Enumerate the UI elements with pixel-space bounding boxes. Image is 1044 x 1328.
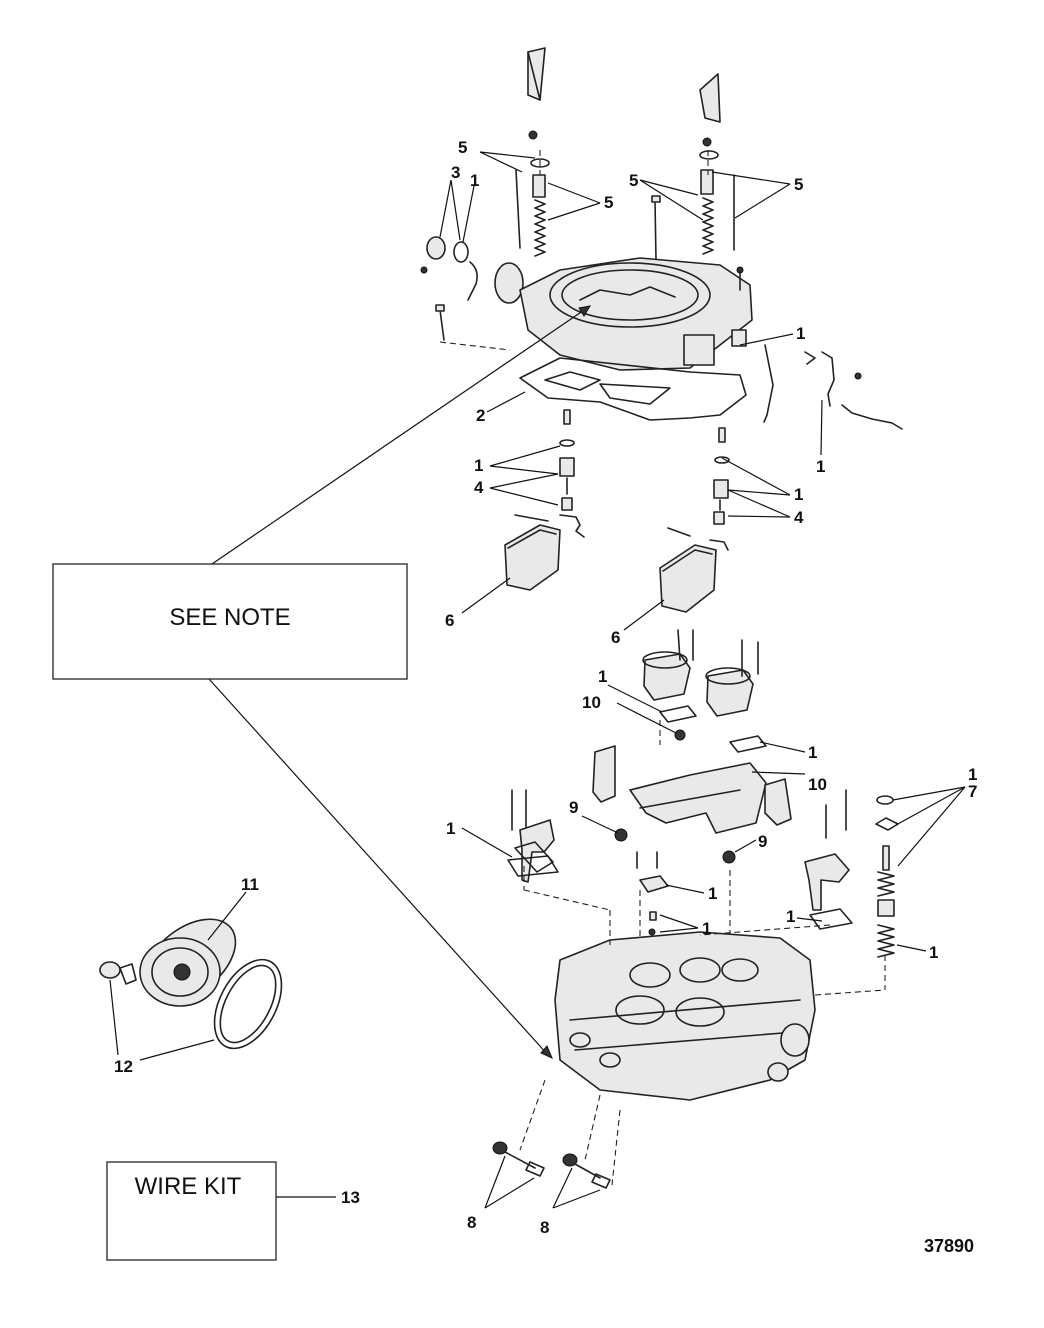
callout-1-right: 1: [794, 485, 803, 504]
callout-1-a: 1: [598, 667, 607, 686]
callout-13: 13: [341, 1188, 360, 1207]
idle-screw-right: [562, 1153, 611, 1189]
callout-4-right: 4: [794, 508, 804, 527]
main-body: [554, 931, 816, 1101]
callout-1-d: 1: [446, 819, 455, 838]
pump-right: [722, 789, 853, 930]
callout-11: 11: [241, 875, 259, 894]
float-needle-left: [514, 409, 585, 538]
callout-10-a: 10: [582, 693, 601, 712]
callout-1-g: 1: [786, 907, 795, 926]
pump-left: [507, 789, 628, 883]
callout-8-b: 8: [540, 1218, 549, 1237]
callout-1-b: 1: [808, 743, 817, 762]
wire-kit-box: WIRE KIT: [106, 1161, 277, 1261]
callout-1-side: 1: [816, 457, 825, 476]
callout-8-a: 8: [467, 1213, 476, 1232]
idle-screw-left: [492, 1141, 545, 1177]
check-ball-parts: [636, 851, 669, 936]
piston-assembly-right: [705, 639, 759, 717]
piston-assembly-left: [642, 629, 694, 701]
callout-1-f: 1: [702, 919, 711, 938]
wedge-right: [699, 73, 721, 123]
choke-linkage: [763, 344, 903, 430]
gasket-ring: [213, 958, 283, 1050]
float-right: [659, 544, 717, 613]
hanger-bracket: [592, 745, 792, 834]
callout-1-mid: 1: [796, 324, 805, 343]
choke-coil-housing: [99, 918, 237, 1007]
pump-plunger: [875, 795, 899, 958]
callout-9-a: 9: [569, 798, 578, 817]
needle-valve-left: [515, 130, 550, 257]
float-needle-right: [667, 427, 730, 551]
see-note-label: SEE NOTE: [169, 604, 290, 631]
float-left: [504, 524, 561, 591]
callout-2: 2: [476, 406, 485, 425]
see-note-box: SEE NOTE: [52, 563, 408, 680]
callout-7: 7: [968, 782, 977, 801]
figure-number: 37890: [924, 1236, 974, 1256]
callout-5-b: 5: [604, 193, 613, 212]
callout-12: 12: [114, 1057, 133, 1076]
air-horn-assembly: [519, 257, 753, 371]
callout-9-b: 9: [758, 832, 767, 851]
needle-valve-right: [651, 137, 735, 261]
callout-6-left: 6: [445, 611, 454, 630]
callout-10-b: 10: [808, 775, 827, 794]
callout-1-h: 1: [929, 943, 938, 962]
callout-5-a: 5: [458, 138, 467, 157]
wire-kit-label: WIRE KIT: [135, 1173, 242, 1200]
pump-parts-left: [420, 236, 524, 341]
callout-1-top: 1: [470, 171, 479, 190]
callout-6-right: 6: [611, 628, 620, 647]
callout-1-left: 1: [474, 456, 483, 475]
gasket: [519, 357, 747, 421]
wedge-left: [527, 47, 546, 101]
callout-3: 3: [451, 163, 460, 182]
callout-5-d: 5: [794, 175, 803, 194]
callout-5-c: 5: [629, 171, 638, 190]
callout-1-e: 1: [708, 884, 717, 903]
callout-4-left: 4: [474, 478, 484, 497]
callout-1-c: 1: [968, 765, 977, 784]
